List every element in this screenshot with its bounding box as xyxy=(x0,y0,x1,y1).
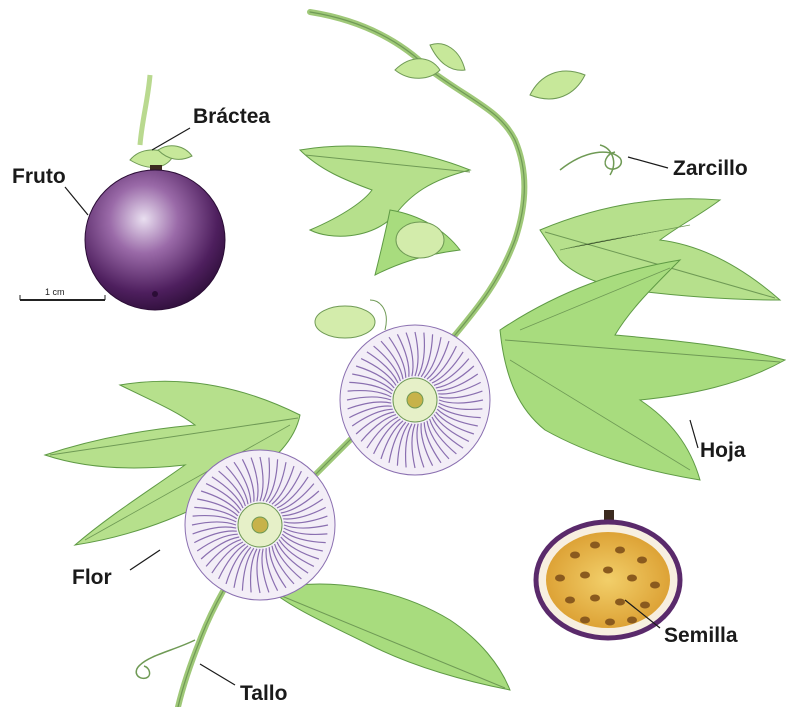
label-bractea: Bráctea xyxy=(193,106,270,127)
passion-flower-lower xyxy=(185,450,335,600)
bud-cluster-top xyxy=(395,44,585,99)
label-hoja: Hoja xyxy=(700,440,746,461)
label-zarcillo: Zarcillo xyxy=(673,158,748,179)
label-tallo: Tallo xyxy=(240,683,287,704)
leaf-right-upper xyxy=(540,199,780,300)
passion-flower-upper xyxy=(340,325,490,475)
scale-bar-label: 1 cm xyxy=(45,288,65,297)
fruit-cross-section xyxy=(536,510,680,638)
label-flor: Flor xyxy=(72,567,112,588)
label-fruto: Fruto xyxy=(12,166,66,187)
leaf-upper-left xyxy=(300,146,470,275)
label-semilla: Semilla xyxy=(664,625,738,646)
leaf-lower xyxy=(270,584,510,690)
bud-cluster-mid xyxy=(315,222,444,338)
